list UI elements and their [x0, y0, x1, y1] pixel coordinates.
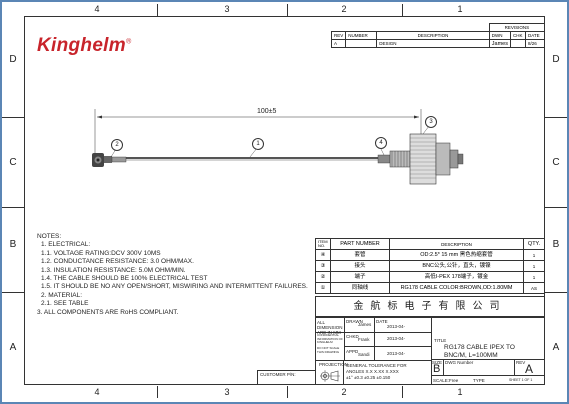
- rev-value: A: [330, 39, 347, 48]
- appd-by: Sandi: [358, 352, 370, 357]
- drawn-date: 2013-04-: [387, 324, 406, 329]
- balloon-bnc-connector: 3: [425, 116, 437, 128]
- company-name-chinese: 金航标电子有限公司: [315, 296, 545, 317]
- zone-divider: [545, 117, 567, 118]
- note-line: 2.1. SEE TABLE: [41, 300, 89, 308]
- zone-row-right: A: [552, 342, 560, 353]
- projection-symbol-icon: [320, 370, 340, 382]
- chkd-label: CHKD: [346, 334, 359, 339]
- title-label: TITLE: [434, 338, 447, 343]
- notes-title: NOTES:: [37, 233, 62, 240]
- revisions-table: REVISIONS REV NUMBER DESCRIPTION DWN CHK…: [330, 23, 546, 48]
- bom-table: ITEM NO. PART NUMBER DESCRIPTION QTY. ④ …: [315, 238, 545, 294]
- title-block: ALL DIMENSION ARE IN MM DRAWN James DATE…: [315, 317, 545, 385]
- drawn-label: DRAWN: [346, 319, 363, 324]
- dwg-number-label: DWG Number: [445, 360, 474, 365]
- balloon-ipex-terminal: 2: [111, 139, 123, 151]
- drawing-title-line-1: RG178 CABLE IPEX TO: [444, 344, 515, 351]
- zone-divider: [157, 4, 158, 16]
- rev-label: REV: [516, 360, 526, 365]
- length-dimension: 100±5: [257, 108, 277, 115]
- note-line: 3. ALL COMPONENTS ARE RoHS COMPLIANT.: [37, 308, 179, 316]
- table-row: ④ 套管 OD:2.5* 15 mm 黑色热缩套管 1: [315, 249, 545, 261]
- zone-col-bottom: 1: [457, 387, 463, 397]
- zone-divider: [2, 117, 24, 118]
- note-line: 1.1. VOLTAGE RATING:DCV 300V 10MS: [41, 249, 161, 257]
- cable-assembly-drawing: [92, 109, 464, 185]
- sheet-label: SHEET 1 OF 1: [509, 378, 533, 382]
- zone-row-right: C: [552, 157, 560, 168]
- scale-label: SCALE:Free: [433, 378, 459, 383]
- notes-block: NOTES: 1. ELECTRICAL: 1.1. VOLTAGE RATIN…: [37, 233, 308, 317]
- table-row: ③ 接头 BNC公头,公针，直头，镀镍 1: [315, 260, 545, 272]
- zone-row-left: D: [9, 54, 17, 65]
- zone-row-left: A: [9, 342, 17, 353]
- table-row: ② 端子 高低I-PEX 178端子，镀金 1: [315, 271, 545, 283]
- bom-qty-header: QTY.: [523, 238, 545, 250]
- zone-divider: [287, 4, 288, 16]
- zone-divider: [402, 4, 403, 16]
- zone-divider: [545, 207, 567, 208]
- bom-desc-header: DESCRIPTION: [389, 238, 524, 250]
- appd-date: 2013-04-: [387, 351, 406, 356]
- zone-divider: [2, 207, 24, 208]
- company-logo: Kinghelm®: [37, 35, 132, 56]
- dims-label: ALL DIMENSION ARE IN MM: [317, 320, 343, 335]
- tolerance-line-1: ANGLES X.X X.XX X.XXX: [346, 369, 399, 374]
- balloon-cable: 1: [252, 138, 264, 150]
- confidential-note: CONFIDENTIAL INFORMATION OF KINGHELM: [317, 333, 343, 345]
- tolerance-title: GENERAL TOLERANCE FOR: [346, 363, 407, 368]
- drawing-title-line-2: BNC/M, L=100MM: [444, 352, 498, 359]
- chkd-by: Frank: [358, 337, 370, 342]
- zone-row-right: B: [552, 239, 560, 250]
- zone-divider: [157, 386, 158, 398]
- zone-col-top: 3: [224, 4, 230, 14]
- zone-col-bottom: 2: [341, 387, 347, 397]
- customer-pn-label: CUSTOMER P/N:: [260, 372, 296, 377]
- date-label: DATE: [376, 319, 388, 324]
- rev-letter: A: [525, 362, 534, 376]
- do-not-scale-note: DO NOT SCALE THIS DRAWING: [317, 346, 340, 354]
- size-label: SIZE: [432, 360, 443, 365]
- zone-col-top: 2: [341, 4, 347, 14]
- table-row: ① 同轴线 RG178 CABLE COLOR:BROWN,OD:1.80MM …: [315, 282, 545, 294]
- zone-divider: [2, 292, 24, 293]
- zone-divider: [545, 292, 567, 293]
- zone-col-top: 1: [457, 4, 463, 14]
- zone-row-left: C: [9, 157, 17, 168]
- dwn-value: James: [488, 39, 512, 48]
- sheet-size: B: [433, 363, 441, 375]
- bom-item-header: ITEM NO.: [315, 238, 331, 250]
- zone-row-left: B: [9, 239, 17, 250]
- note-line: 1.5. IT SHOULD BE NO ANY OPEN/SHORT, MIS…: [41, 283, 308, 291]
- date-value: 8/26: [525, 39, 545, 48]
- note-line: 2. MATERIAL:: [41, 291, 83, 299]
- zone-col-bottom: 3: [224, 387, 230, 397]
- tolerance-line-2: ±1° ±0.3 ±0.25 ±0.150: [346, 375, 391, 380]
- type-label: TYPE: [473, 378, 485, 383]
- zone-col-top: 4: [94, 4, 100, 14]
- zone-row-right: D: [552, 54, 560, 65]
- zone-col-bottom: 4: [94, 387, 100, 397]
- drawn-by: James: [358, 322, 372, 327]
- note-line: 1. ELECTRICAL:: [41, 241, 91, 249]
- note-line: 1.4. THE CABLE SHOULD BE 100% ELECTRICAL…: [41, 275, 208, 283]
- zone-divider: [287, 386, 288, 398]
- zone-divider: [402, 386, 403, 398]
- chkd-date: 2013-04-: [387, 336, 406, 341]
- bom-part-header: PART NUMBER: [330, 238, 390, 250]
- drawing-border: Kinghelm® REVISIONS REV NUMBER DESCRIPTI…: [24, 16, 546, 385]
- appd-label: APPD: [346, 349, 359, 354]
- number-value: [345, 39, 378, 48]
- customer-pn-box: CUSTOMER P/N:: [257, 370, 316, 385]
- note-line: 1.2. CONDUCTANCE RESISTANCE: 3.0 OHM/MAX…: [41, 258, 194, 266]
- note-line: 1.3. INSULATION RESISTANCE: 5.0M OHM/MIN…: [41, 266, 186, 274]
- projection-label: PROJECTION: [319, 362, 349, 367]
- balloon-heat-shrink: 4: [375, 137, 387, 149]
